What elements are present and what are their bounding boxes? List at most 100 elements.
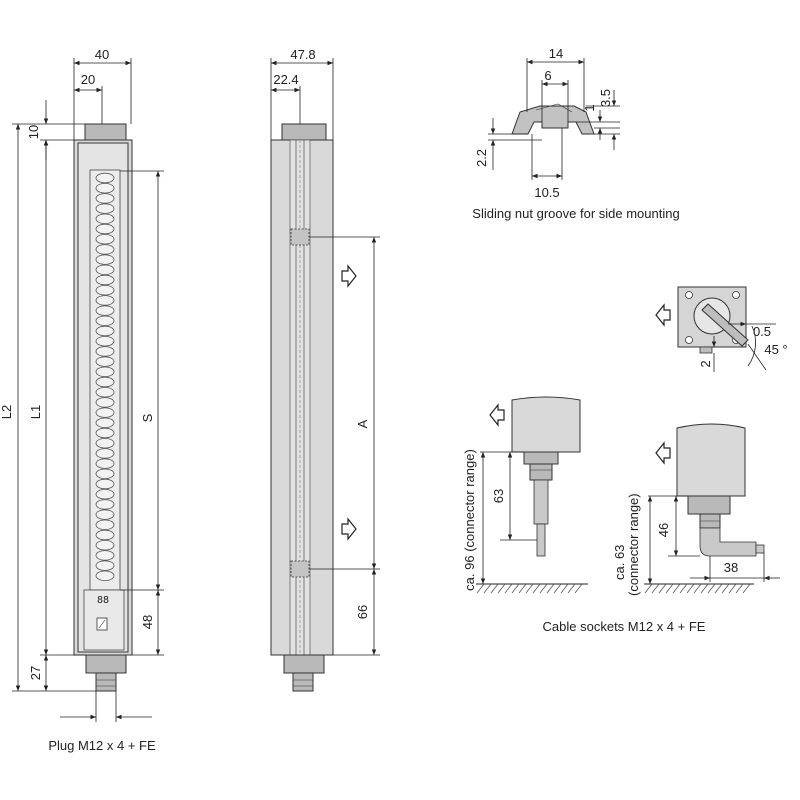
lens (95, 193, 115, 204)
hatch-line (497, 583, 506, 594)
lens (95, 499, 115, 510)
front-top-cap (84, 123, 127, 141)
dim-groove-bottom-width: 10.5 (534, 185, 559, 200)
sliding-nut-top (290, 228, 310, 246)
lens (95, 305, 115, 316)
groove-detail: 14 6 1 3.5 2.2 10.5 Sliding nut groove f… (472, 46, 679, 221)
dim-end-offset: 0.5 (753, 324, 771, 339)
lens (95, 438, 115, 449)
dim-length-housing: L1 (28, 405, 43, 419)
hatch-line (532, 583, 541, 594)
lens-column (95, 172, 115, 582)
hatch-line (483, 583, 492, 594)
lens (95, 468, 115, 480)
dim-front-half-width: 20 (81, 72, 95, 87)
dim-groove-inner-width: 6 (544, 68, 551, 83)
dim-end-gap: 2 (698, 360, 713, 367)
lens (95, 376, 115, 388)
hatch-line (490, 583, 499, 594)
lens (95, 244, 115, 255)
hatch-line (658, 583, 667, 594)
dim-angled-range-2: (connector range) (626, 493, 641, 596)
straight-socket: 63 ca. 96 (connector range) (462, 396, 588, 594)
hatch-line (707, 583, 716, 594)
dim-plug-length: 27 (28, 666, 43, 680)
lens (95, 264, 115, 276)
dim-spacing: S (140, 413, 155, 422)
end-view: 0.5 45 ° 2 (655, 286, 788, 372)
lens (95, 407, 115, 418)
lens (95, 254, 115, 265)
light-arrow-bottom (341, 517, 357, 541)
lens (95, 213, 115, 225)
dim-angled-width: 38 (724, 560, 738, 575)
lens (95, 448, 115, 459)
dim-angled-range-1: ca. 63 (612, 545, 627, 580)
dim-groove-depth: 2.2 (474, 149, 489, 167)
lens (95, 172, 115, 184)
lens (95, 417, 115, 429)
side-top-cap (281, 123, 327, 141)
hatch-line (742, 583, 751, 594)
hatch-line (546, 583, 555, 594)
ground-hatch-straight (476, 583, 583, 594)
lens (95, 346, 115, 357)
straight-socket-body (533, 479, 549, 525)
lens (95, 366, 115, 378)
hatch-line (693, 583, 702, 594)
hatch-line (553, 583, 562, 594)
lens (95, 295, 115, 306)
lens (95, 560, 115, 571)
lens (95, 315, 115, 327)
lens (95, 427, 115, 439)
lens (95, 529, 115, 541)
caption-plug: Plug M12 x 4 + FE (48, 738, 156, 753)
angled-socket-housing (676, 423, 746, 497)
hatch-line (686, 583, 695, 594)
straight-socket-nut (529, 463, 553, 481)
hatch-line (672, 583, 681, 594)
lens (95, 550, 115, 561)
hatch-line (511, 583, 520, 594)
lens (95, 203, 115, 214)
lens (95, 336, 115, 347)
side-view: 47.8 22.4 A 66 (270, 47, 380, 692)
caption-sockets: Cable sockets M12 x 4 + FE (543, 619, 706, 634)
hatch-line (651, 583, 660, 594)
dim-top-offset: 10 (26, 125, 41, 139)
lens (95, 458, 115, 469)
dim-front-bottom: 48 (140, 615, 155, 629)
dim-side-bottom: 66 (355, 605, 370, 619)
lens (95, 182, 115, 194)
angled-socket-body (699, 527, 757, 557)
light-arrow-top (341, 264, 357, 288)
hatch-line (721, 583, 730, 594)
ground-hatch-angled (644, 583, 751, 594)
lens (95, 387, 115, 398)
front-plug (95, 672, 117, 692)
dim-front-width: 40 (95, 47, 109, 62)
straight-socket-arrow (489, 403, 505, 427)
lens (95, 285, 115, 296)
dim-side-half-width: 22.4 (273, 72, 298, 87)
dim-angled-length: 46 (656, 523, 671, 537)
end-view-arrow (655, 303, 671, 327)
angled-socket-arrow (655, 441, 671, 465)
lens (95, 325, 115, 337)
lens (95, 397, 115, 408)
straight-socket-cap (523, 451, 559, 465)
side-plug (292, 672, 314, 692)
angled-socket-cable (755, 544, 765, 554)
hatch-line (567, 583, 576, 594)
front-view: 88 40 20 10 L2 L1 27 (0, 47, 164, 753)
lens (95, 540, 115, 551)
lens (95, 223, 115, 235)
lens (95, 570, 115, 582)
hatch-line (525, 583, 534, 594)
side-bottom-cap (283, 654, 325, 674)
hatch-line (560, 583, 569, 594)
hatch-line (644, 583, 653, 594)
dim-groove-lip: 1 (582, 104, 597, 111)
